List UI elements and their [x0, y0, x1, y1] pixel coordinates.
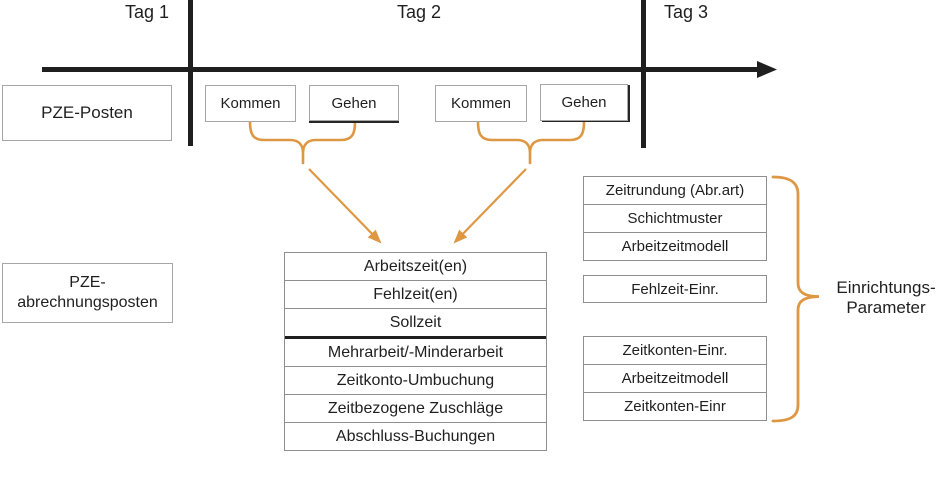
- event-label: Gehen: [561, 94, 607, 111]
- setup-group-bottom: Zeitkonten-Einr. Arbeitzeitmodell Zeitko…: [583, 336, 767, 421]
- day-label-tag-1: Tag 1: [124, 2, 170, 22]
- pze-posten-label: PZE-Posten: [41, 103, 133, 122]
- event-box-gehen-2: Gehen: [540, 84, 628, 121]
- pze-abrechnungsposten-label-line1: PZE-: [69, 274, 106, 291]
- param-row-zeitkonten-einr-2: Zeitkonten-Einr: [584, 392, 766, 420]
- stack-row-mehrarbeit: Mehrarbeit/-Minderarbeit: [285, 339, 546, 366]
- arrow-to-billing-stack-1: [308, 168, 382, 244]
- param-row-schichtmuster: Schichtmuster: [584, 204, 766, 232]
- day-label-tag-3: Tag 3: [663, 2, 709, 22]
- stack-row-arbeitszeit: Arbeitszeit(en): [285, 253, 546, 280]
- event-box-gehen-1: Gehen: [309, 85, 399, 121]
- billing-stack: Arbeitszeit(en) Fehlzeit(en) Sollzeit Me…: [284, 252, 547, 451]
- setup-params-brace-label-line2: Parameter: [846, 298, 926, 317]
- timeline-axis-arrowhead: [757, 61, 777, 78]
- event-box-kommen-1: Kommen: [205, 85, 296, 122]
- event-box-kommen-2: Kommen: [435, 85, 527, 122]
- setup-params-brace-label-line1: Einrichtungs-: [836, 278, 936, 297]
- param-row-zeitrundung: Zeitrundung (Abr.art): [584, 177, 766, 204]
- pze-abrechnungsposten-label-line2: abrechnungsposten: [17, 294, 158, 311]
- curly-brace-down-2: [476, 120, 586, 165]
- param-label: Fehlzeit-Einr.: [631, 280, 719, 298]
- event-label: Gehen: [331, 94, 377, 112]
- setup-params-brace: [771, 175, 820, 423]
- event-label: Kommen: [220, 95, 281, 112]
- curly-brace-down-1: [248, 120, 357, 165]
- stack-row-zeitkonto-umbuchung: Zeitkonto-Umbuchung: [285, 366, 546, 394]
- setup-group-top: Zeitrundung (Abr.art) Schichtmuster Arbe…: [583, 176, 767, 261]
- day-label-tag-2: Tag 2: [396, 2, 442, 22]
- param-row-arbeitzeitmodell-bottom: Arbeitzeitmodell: [584, 364, 766, 392]
- param-row-zeitkonten-einr-1: Zeitkonten-Einr.: [584, 337, 766, 364]
- stack-row-fehlzeit: Fehlzeit(en): [285, 280, 546, 308]
- param-box-fehlzeit-einr: Fehlzeit-Einr.: [583, 275, 767, 303]
- stack-row-zuschlaege: Zeitbezogene Zuschläge: [285, 394, 546, 422]
- arrow-to-billing-stack-2: [453, 168, 527, 244]
- event-label: Kommen: [450, 95, 512, 112]
- setup-params-brace-label: Einrichtungs- Parameter: [826, 278, 946, 318]
- pze-posten-box: PZE-Posten: [2, 85, 172, 141]
- param-row-arbeitzeitmodell-top: Arbeitzeitmodell: [584, 232, 766, 260]
- pze-abrechnungsposten-box: PZE- abrechnungsposten: [2, 263, 173, 323]
- stack-row-sollzeit: Sollzeit: [285, 308, 546, 339]
- stack-row-abschluss-buchungen: Abschluss-Buchungen: [285, 422, 546, 450]
